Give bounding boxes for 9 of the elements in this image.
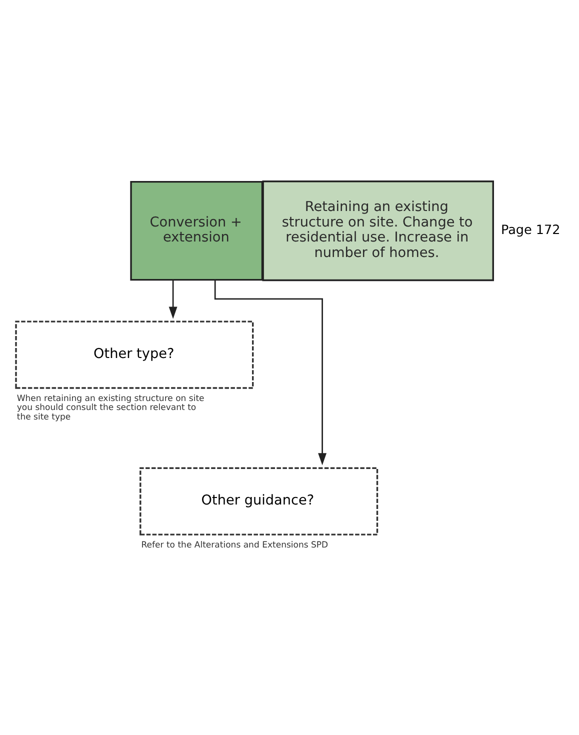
node-label: Refer to the Alterations and Extensions SPD (141, 540, 328, 550)
node-box: Retaining an existing structure on site. Change to residential use. Increase in number of homes. (262, 180, 494, 281)
node-box: Conversion + extension (130, 180, 264, 280)
node-box: Other type? (15, 320, 254, 388)
node-box: Other guidance? (140, 466, 378, 535)
arrow (168, 280, 178, 318)
node-label: When retaining an existing structure on site you should consult the section relevant to the site type (16, 393, 204, 422)
arrow (214, 280, 327, 465)
label: Page 172 (500, 222, 560, 238)
